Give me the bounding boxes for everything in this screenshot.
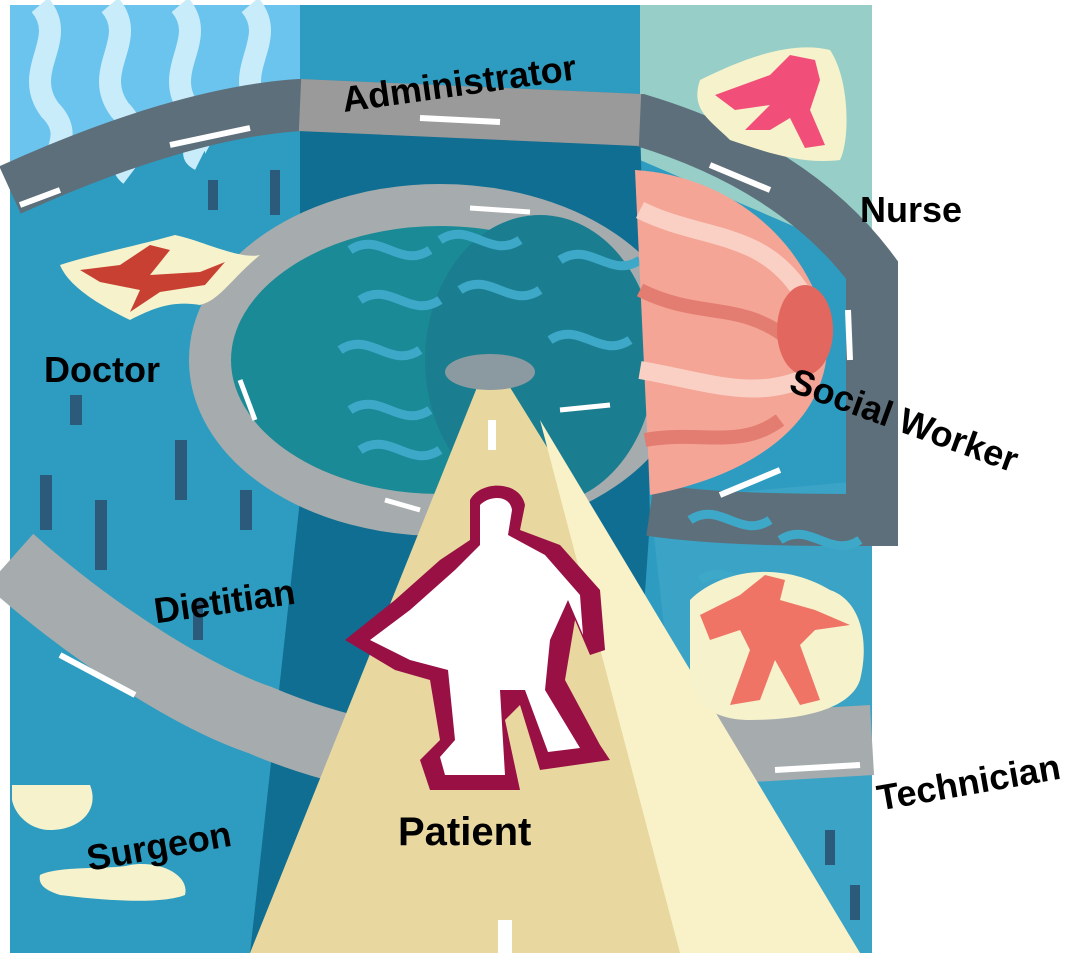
label-patient: Patient bbox=[398, 810, 531, 854]
rain-dashes bbox=[40, 170, 860, 920]
inner-ring-road bbox=[189, 184, 691, 536]
patient-figure bbox=[345, 485, 610, 790]
doctor-figure bbox=[60, 235, 260, 320]
flesh-panel bbox=[635, 170, 833, 495]
technician-figure bbox=[690, 571, 864, 720]
nurse-figure bbox=[697, 47, 847, 161]
label-technician: Technician bbox=[874, 746, 1064, 819]
label-doctor: Doctor bbox=[44, 349, 160, 390]
label-nurse: Nurse bbox=[860, 189, 962, 230]
clouds bbox=[12, 785, 186, 901]
